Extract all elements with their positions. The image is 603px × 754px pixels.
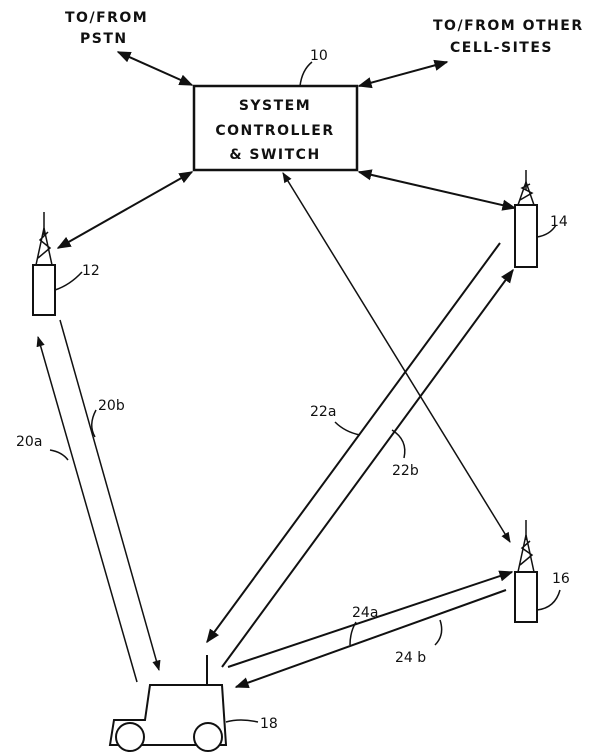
controller-line3: & SWITCH (229, 147, 320, 163)
pstn-label-line2: PSTN (80, 31, 128, 47)
site14-leader (536, 224, 557, 238)
site14-ref: 14 (550, 214, 568, 230)
link-24a-label: 24a (352, 605, 378, 621)
link-24a-arrow (227, 570, 514, 668)
link-22b-label: 22b (392, 463, 419, 479)
link-20a-arrow (36, 335, 138, 683)
site12-leader (54, 271, 83, 291)
link-20b-leader (91, 409, 97, 438)
other-cells-label-line2: CELL-SITES (450, 40, 553, 56)
cell-site-12-tower (32, 212, 56, 316)
link-22a-label: 22a (310, 404, 336, 420)
mobile-ref: 18 (260, 716, 278, 732)
other-cells-label-line1: TO/FROM OTHER (433, 18, 584, 34)
mobile-leader (225, 719, 259, 723)
cell-site-16-tower (514, 520, 538, 623)
system-controller-box: SYSTEM CONTROLLER & SWITCH (192, 84, 359, 172)
site12-ref: 12 (82, 263, 100, 279)
link-20a-label: 20a (16, 434, 42, 450)
link-24a-leader (349, 621, 357, 646)
cell-site-14-tower (514, 170, 538, 268)
controller-leader (299, 61, 313, 87)
link-20a-leader (49, 449, 69, 461)
link-20b-label: 20b (98, 398, 125, 414)
controller-to-site12-arrow (56, 171, 194, 249)
link-22a-arrow (221, 268, 514, 668)
pstn-label-line1: TO/FROM (65, 10, 148, 26)
controller-line2: CONTROLLER (215, 123, 334, 139)
mobile-unit-vehicle (108, 655, 228, 752)
controller-to-site14-arrow (357, 169, 517, 211)
pstn-link-arrow (116, 51, 194, 86)
link-22b-arrow (206, 242, 501, 644)
link-24b-arrow (234, 589, 507, 689)
site16-ref: 16 (552, 571, 570, 587)
controller-ref: 10 (310, 48, 328, 64)
link-20b-arrow (59, 319, 161, 672)
site16-leader (536, 589, 561, 611)
other-cells-link-arrow (357, 59, 449, 89)
controller-line1: SYSTEM (239, 98, 311, 114)
controller-to-site16-arrow (282, 172, 511, 543)
link-22a-leader (334, 421, 361, 436)
link-24b-label: 24 b (395, 650, 426, 666)
link-22b-leader (391, 429, 406, 459)
link-24b-leader (434, 619, 443, 646)
